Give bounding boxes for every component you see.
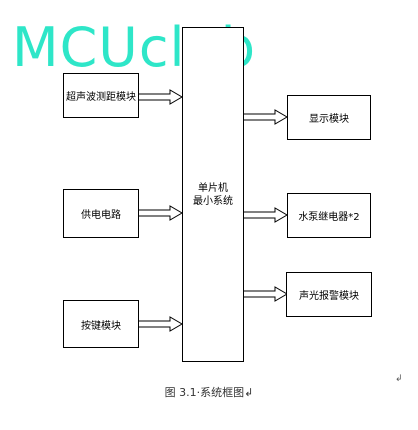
arrow-mcu-to-alarm <box>242 286 288 302</box>
arrow-mcu-to-display <box>242 109 288 125</box>
key-module-label: 按键模块 <box>81 320 121 332</box>
mcu-minimum-system-box: 单片机 最小系统 <box>182 27 244 362</box>
arrow-ultrasonic-to-mcu <box>137 89 183 105</box>
power-circuit-label: 供电电路 <box>81 210 121 221</box>
display-module-box: 显示模块 <box>287 95 371 140</box>
arrow-keys-to-mcu <box>137 316 183 332</box>
arrow-mcu-to-relay <box>242 207 288 223</box>
sound-light-alarm-label: 声光报警模块 <box>299 291 359 302</box>
sound-light-alarm-box: 声光报警模块 <box>286 272 372 317</box>
ultrasonic-module-box: 超声波测距模块 <box>63 73 139 118</box>
mcu-label-line1: 单片机 <box>198 182 228 194</box>
pump-relay-box: 水泵继电器*2 <box>287 193 371 238</box>
key-module-box: 按键模块 <box>63 300 139 348</box>
mcu-label-line2: 最小系统 <box>193 195 233 207</box>
pump-relay-label: 水泵继电器*2 <box>298 212 360 223</box>
paragraph-mark: ↲ <box>395 374 403 384</box>
ultrasonic-module-label: 超声波测距模块 <box>66 92 136 103</box>
display-module-label: 显示模块 <box>309 114 349 125</box>
figure-caption: 图 3.1·系统框图↲ <box>164 386 254 399</box>
power-circuit-box: 供电电路 <box>63 189 139 238</box>
arrow-power-to-mcu <box>137 205 183 221</box>
